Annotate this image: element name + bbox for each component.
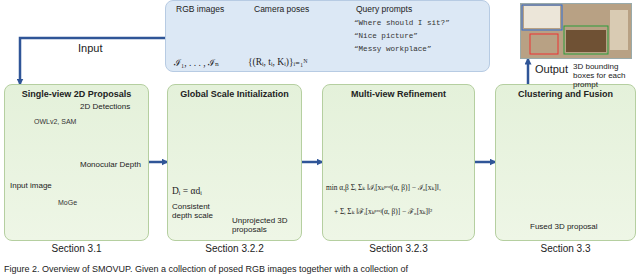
drawing-shape — [522, 5, 562, 30]
note-text: Fused 3D proposal — [530, 222, 598, 231]
method-label: OWLv2, SAM — [34, 118, 76, 126]
node-title: RGB images — [176, 5, 224, 15]
drawing-shape — [530, 34, 558, 54]
node-text: ℐ₁, . . . , ℐₙ — [174, 58, 219, 69]
drawing-shape — [520, 3, 632, 59]
formula: Dᵢ = αdᵢ — [172, 186, 202, 197]
node-text: Query prompts — [356, 5, 412, 15]
node-title: Output — [535, 63, 568, 76]
drawing-shape — [524, 6, 560, 28]
flow-arrow — [527, 59, 530, 84]
note-text: Unprojected 3D proposals — [232, 216, 298, 234]
node-text: Section 3.3 — [496, 243, 635, 255]
image-label: Monocular Depth — [80, 160, 141, 169]
node-text: Camera poses — [254, 5, 309, 15]
input-label: Input — [78, 42, 102, 55]
note-text: Consistent depth scale — [172, 202, 230, 220]
node-text: Section 3.2.2 — [168, 243, 301, 255]
equation-line: min α,β Σᵢ Σₖ ‖ℐᵢ[xₖᵖʳᵒʲ(α, β)] − ℐ₀[xₖ]… — [326, 184, 472, 193]
flow-arrow — [149, 161, 167, 164]
input-panel: RGB images Camera poses Query prompts “Wher… — [165, 0, 490, 72]
flow-arrow — [475, 161, 495, 164]
node-title: Clustering and Fusion — [496, 89, 635, 99]
node-text: “Where should I sit?” — [354, 19, 450, 28]
equation-line: + Σᵢ Σₖ ‖ℱᵢ[xₖᵖʳᵒʲ(α, β)] − ℱ₀[xₖ]‖² — [334, 208, 472, 217]
figure-caption: Figure 2. Overview of SMOVUP. Given a co… — [4, 264, 408, 274]
drawing-shape — [564, 26, 608, 54]
output-image — [520, 3, 632, 59]
method-label: MoGe — [58, 199, 77, 207]
caption-text: Input image — [10, 181, 52, 190]
drawing-shape — [610, 10, 628, 50]
node-text: Section 3.2.3 — [323, 243, 474, 255]
node-text: “Nice picture” — [354, 32, 418, 41]
node-title: Global Scale Initialization — [168, 89, 301, 99]
stage-box: Multi-view RefinementSection 3.2.3 — [322, 84, 475, 241]
node-text: 3D bounding boxes for each prompt — [573, 62, 635, 90]
node-text: {(Rᵢ, tᵢ, Kᵢ)}ᵢ₌₁ᴺ — [248, 57, 308, 68]
flow-arrow — [20, 38, 165, 84]
drawing-shape — [566, 30, 606, 52]
image-label: 2D Detections — [80, 102, 130, 111]
node-text: Section 3.1 — [5, 243, 148, 255]
node-title: Single-view 2D Proposals — [5, 89, 148, 99]
node-text: “Messy workplace” — [354, 45, 431, 54]
stage-box: Clustering and FusionSection 3.3 — [495, 84, 636, 241]
flow-arrow — [302, 161, 322, 164]
node-title: Multi-view Refinement — [323, 89, 474, 99]
output-image-frame: Output3D bounding boxes for each prompt — [520, 3, 632, 59]
